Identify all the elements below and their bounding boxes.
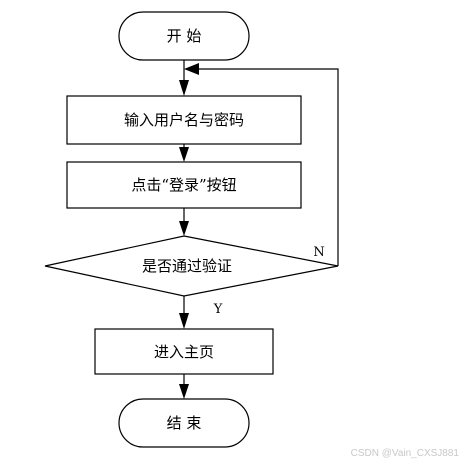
- arrow-head-loop: [184, 63, 199, 75]
- enter-home-node: 进入主页: [94, 328, 274, 375]
- edge-no-label: N: [313, 245, 324, 260]
- arrow-head-end: [179, 384, 189, 399]
- end-node: 结 束: [118, 398, 250, 448]
- edge-yes-label: Y: [213, 302, 223, 317]
- start-label: 开 始: [167, 27, 202, 45]
- click-login-label: 点击“登录”按钮: [131, 176, 236, 194]
- enter-home-label: 进入主页: [154, 343, 214, 361]
- verify-label: 是否通过验证: [142, 257, 232, 275]
- click-login-node: 点击“登录”按钮: [66, 161, 302, 209]
- start-node: 开 始: [118, 11, 250, 61]
- arrow-head-input: [179, 80, 189, 96]
- edge-no-loop: [198, 68, 339, 266]
- input-credentials-node: 输入用户名与密码: [66, 95, 302, 145]
- arrow-head-verify: [179, 221, 189, 236]
- watermark: CSDN @Vain_CXSJ881: [351, 448, 460, 459]
- input-credentials-label: 输入用户名与密码: [124, 111, 244, 129]
- end-label: 结 束: [167, 414, 202, 432]
- arrow-head-home: [179, 313, 189, 329]
- arrow-head-click: [179, 147, 189, 162]
- verify-decision-node: 是否通过验证: [44, 235, 339, 297]
